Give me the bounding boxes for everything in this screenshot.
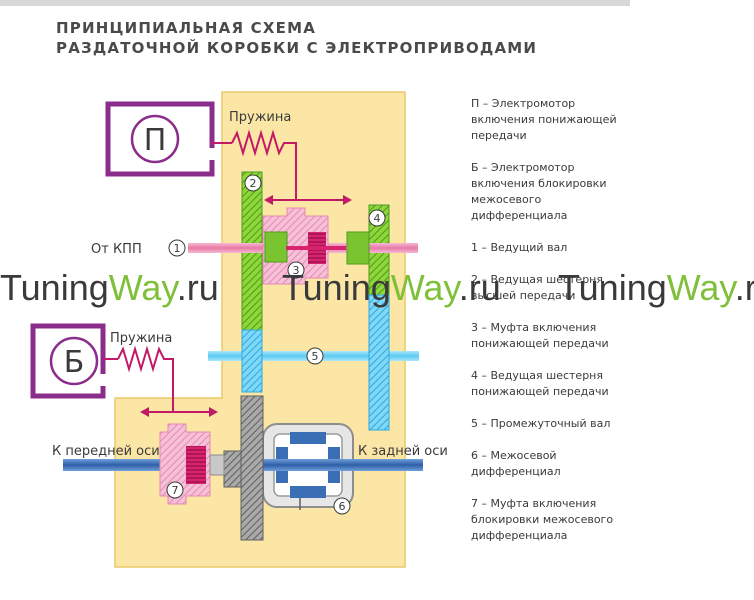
page-title: Принципиальная схема раздаточной коробки… (56, 18, 537, 58)
watermark-1-c: .ru (176, 267, 219, 308)
watermark-2-c: .ru (458, 267, 501, 308)
shaft-hub (286, 246, 346, 250)
legend-item-7: 7 – Муфта включения блокировки межосевог… (471, 497, 614, 542)
gear-cyan-left (241, 329, 263, 393)
legend-item-p: П – Электромотор включения понижающей пе… (471, 97, 617, 142)
spring-top-label: Пружина (229, 110, 291, 125)
label-7-text: 7 (172, 484, 179, 497)
spring-top: Пружина (212, 110, 297, 200)
legend-item-4: 4 – Ведущая шестерня понижающей передачи (471, 369, 609, 398)
arrow-top (264, 195, 352, 205)
legend-item-1: 1 – Ведущий вал (471, 241, 568, 254)
legend-item-3: 3 – Муфта включения понижающей передачи (471, 321, 609, 350)
watermark-3: TuningWay.ru (558, 268, 754, 308)
legend: П – Электромотор включения понижающей пе… (471, 96, 641, 560)
input-label: От КПП (91, 242, 142, 257)
label-2-text: 2 (250, 177, 257, 190)
label-4: 4 (368, 209, 386, 227)
label-3: 3 (287, 261, 305, 279)
label-6: 6 (333, 497, 351, 515)
legend-item-6: 6 – Межосевой дифференциал (471, 449, 561, 478)
label-1-text: 1 (174, 242, 181, 255)
watermark-3-b: Way (666, 268, 735, 308)
label-1: 1 (168, 239, 186, 257)
spring-bottom: Пружина (103, 331, 174, 412)
label-5: 5 (306, 347, 324, 365)
watermark-1-b: Way (108, 267, 177, 308)
motor-b: Б (30, 323, 106, 399)
watermark-1-a: Tuning (0, 267, 109, 308)
top-divider (0, 0, 630, 6)
title-line-1: Принципиальная схема (56, 19, 317, 37)
watermark-1: TuningWay.ru (0, 268, 219, 308)
motor-b-letter: Б (64, 345, 85, 380)
label-3-text: 3 (293, 264, 300, 277)
motor-p: П (105, 101, 215, 177)
label-4-text: 4 (374, 212, 381, 225)
label-5-text: 5 (312, 350, 319, 363)
legend-item-b: Б – Электромотор включения блокировки ме… (471, 161, 607, 222)
watermark-2-b: Way (390, 267, 459, 308)
arrow-bottom (140, 407, 218, 417)
label-2: 2 (244, 174, 262, 192)
front-axle-label: К передней оси (52, 444, 160, 459)
watermark-2: TuningWay.ru (282, 268, 501, 308)
gear-4-hub (346, 231, 370, 265)
legend-item-5: 5 – Промежуточный вал (471, 417, 611, 430)
legend-item-2: 2 – Ведущая шестерня высшей передачи (471, 273, 603, 302)
watermark-3-a: Tuning (558, 268, 667, 308)
gear-cyan-right (368, 294, 390, 431)
gear-grey-hub (223, 450, 242, 488)
label-6-text: 6 (339, 500, 346, 513)
rear-axle-label: К задней оси (358, 444, 448, 459)
watermark-2-a: Tuning (282, 267, 391, 308)
motor-p-letter: П (144, 123, 167, 158)
gear-grey-large (240, 395, 264, 541)
watermark-3-c: .ru (734, 268, 754, 308)
label-7: 7 (166, 481, 184, 499)
spring-bottom-label: Пружина (110, 331, 172, 346)
title-line-2: раздаточной коробки с электроприводами (56, 39, 538, 57)
